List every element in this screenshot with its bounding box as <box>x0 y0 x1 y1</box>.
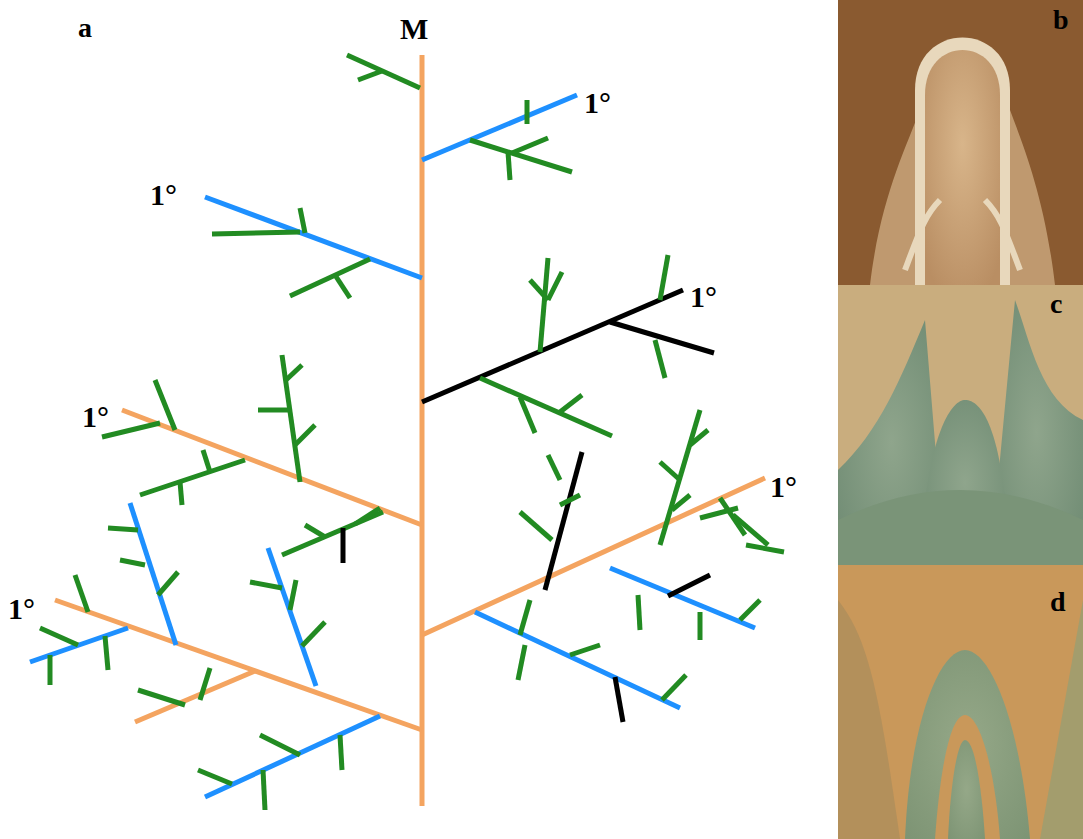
order-label: 1° <box>690 282 717 312</box>
order-label: 1° <box>8 594 35 624</box>
panel-letter: b <box>1053 6 1069 34</box>
order-label: 1° <box>584 88 611 118</box>
panel-letter: d <box>1050 588 1066 616</box>
order-label: 1° <box>150 180 177 210</box>
axis-label: M <box>400 14 428 44</box>
order-label: 1° <box>82 402 109 432</box>
order-label: 1° <box>770 472 797 502</box>
panel-letter: a <box>78 14 92 42</box>
panel-letter: c <box>1050 290 1062 318</box>
